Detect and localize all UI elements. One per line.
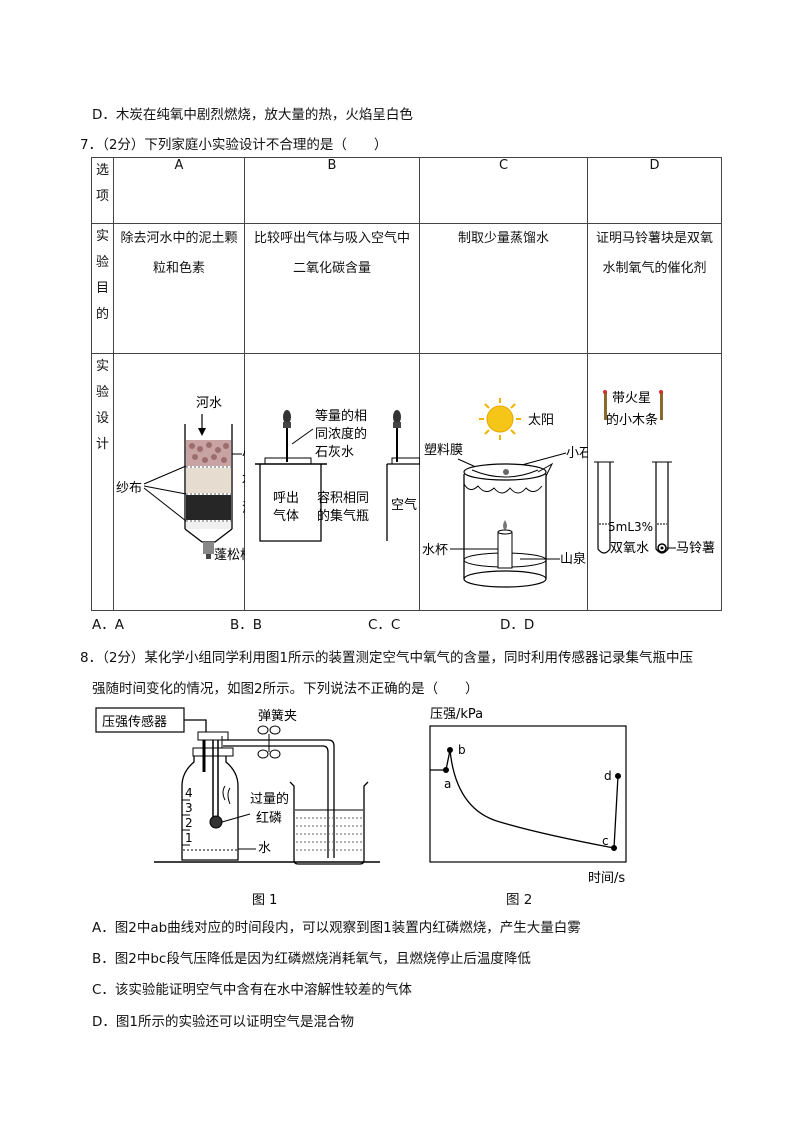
label-equal-2: 同浓度的 xyxy=(315,426,367,442)
point-d: d xyxy=(604,769,612,783)
q7-table: 选项 A B C D 实验目的 除去河水中的泥土颗粒和色素 比较呼出气体与吸入空… xyxy=(91,157,722,611)
design-c: 太阳 塑料膜 小石 水杯 山泉 xyxy=(419,353,592,611)
label-equal-1: 等量的相 xyxy=(315,408,367,424)
mark-1: 1 xyxy=(185,831,193,845)
design-d: 带火星 的小木条 5mL3% 双氧水 马铃薯 xyxy=(587,353,722,611)
label-potato: 马铃薯 xyxy=(676,541,715,556)
spring-clamp-icon xyxy=(257,725,281,759)
col-header-d: D xyxy=(587,157,722,224)
test-tubes-diagram: 带火星 的小木条 5mL3% 双氧水 马铃薯 xyxy=(594,390,715,556)
label-exhaled: 呼出 xyxy=(273,491,299,506)
label-h2o2-1: 5mL3% xyxy=(608,520,653,534)
row-header-purpose: 实验目的 xyxy=(91,223,114,354)
label-sun: 太阳 xyxy=(528,413,554,428)
q7-choice-a: A．A xyxy=(92,617,124,633)
label-gauze: 纱布 xyxy=(116,481,142,496)
label-same-volume-1: 容积相同 xyxy=(317,490,369,506)
label-spring-clamp: 弹簧夹 xyxy=(258,708,297,724)
q6-option-d: D．木炭在纯氧中剧烈燃烧，放大量的热，火焰呈白色 xyxy=(92,107,413,123)
figure-2-caption-text: 图 2 xyxy=(506,892,533,908)
solar-still-diagram: 太阳 塑料膜 小石 水杯 山泉 xyxy=(422,398,592,588)
fig2-ylabel: 压强/kPa xyxy=(430,707,483,722)
col-header-b: B xyxy=(244,157,420,224)
design-b: 呼出 气体 等量的相 同浓度的 石灰水 容积相同 的集气瓶 空气 xyxy=(244,353,421,611)
purpose-d: 证明马铃薯块是双氧水制氧气的催化剂 xyxy=(587,223,722,354)
label-excess-1: 过量的 xyxy=(250,791,289,807)
activated-carbon-layer xyxy=(186,495,231,520)
mark-3: 3 xyxy=(185,801,193,815)
label-splint-1: 带火星 xyxy=(612,391,651,406)
q8-option-d: D．图1所示的实验还可以证明空气是混合物 xyxy=(92,1014,354,1030)
figure-1-apparatus: 压强传感器 弹簧夹 4 3 2 1 过量的 红磷 水 图 1 xyxy=(95,707,380,908)
label-equal-3: 石灰水 xyxy=(315,445,354,460)
q7-choice-b: B．B xyxy=(230,617,263,633)
label-air: 空气 xyxy=(391,497,417,513)
label-small-stone: 小石 xyxy=(566,446,588,461)
q8-option-c: C．该实验能证明空气中含有在水中溶解性较差的气体 xyxy=(92,982,412,998)
label-water-cup: 水杯 xyxy=(422,543,448,558)
label-spring-water: 山泉 xyxy=(560,551,586,567)
gas-bottles-diagram: 呼出 气体 等量的相 同浓度的 石灰水 容积相同 的集气瓶 空气 xyxy=(255,408,421,542)
figure-1-caption: 图 1 xyxy=(252,893,277,908)
q8-stem-line1: 8．（2分）某化学小组同学利用图1所示的装置测定空气中氧气的含量，同时利用传感器… xyxy=(80,650,694,666)
mark-2: 2 xyxy=(185,816,193,830)
sun-icon xyxy=(479,398,521,440)
point-c: c xyxy=(602,834,609,848)
point-b: b xyxy=(458,743,466,757)
q7-stem: 7．（2分）下列家庭小实验设计不合理的是（ ） xyxy=(80,137,388,153)
q7-choice-d: D．D xyxy=(500,617,535,633)
label-fluffy-cotton: 蓬松棉 xyxy=(214,548,245,563)
label-splint-2: 的小木条 xyxy=(606,412,658,428)
label-excess-2: 红磷 xyxy=(256,810,282,826)
label-same-volume-2: 的集气瓶 xyxy=(317,508,369,524)
col-header-a: A xyxy=(113,157,245,224)
design-a: 河水 纱布 xyxy=(113,353,268,611)
point-a: a xyxy=(444,777,451,791)
label-river-water: 河水 xyxy=(196,396,222,411)
purpose-b: 比较呼出气体与吸入空气中二氧化碳含量 xyxy=(244,223,420,354)
q8-stem-line2: 强随时间变化的情况，如图2所示。下列说法不正确的是（ ） xyxy=(92,681,479,697)
purpose-a: 除去河水中的泥土颗粒和色素 xyxy=(113,223,245,354)
figure-2-chart: 压强/kPa a b c d 时间/s 图 2 xyxy=(429,707,627,886)
filter-diagram: 河水 纱布 xyxy=(116,396,268,563)
label-gas: 气体 xyxy=(273,508,299,524)
q8-option-b: B．图2中bc段气压降低是因为红磷燃烧消耗氧气，且燃烧停止后温度降低 xyxy=(92,951,531,967)
q8-option-a: A．图2中ab曲线对应的时间段内，可以观察到图1装置内红磷燃烧，产生大量白雾 xyxy=(92,920,581,936)
purpose-c: 制取少量蒸馏水 xyxy=(419,223,588,354)
label-h2o2-2: 双氧水 xyxy=(610,541,649,556)
row-header-design: 实验设计 xyxy=(91,353,114,611)
row-header-option: 选项 xyxy=(91,157,114,224)
fig2-xlabel: 时间/s xyxy=(588,871,625,886)
mark-4: 4 xyxy=(185,786,193,800)
label-water: 水 xyxy=(258,841,271,856)
label-pressure-sensor: 压强传感器 xyxy=(102,714,167,730)
col-header-c: C xyxy=(419,157,588,224)
quartz-sand-layer xyxy=(186,468,231,493)
label-plastic-film: 塑料膜 xyxy=(424,443,463,458)
q7-choice-c: C．C xyxy=(368,617,401,633)
